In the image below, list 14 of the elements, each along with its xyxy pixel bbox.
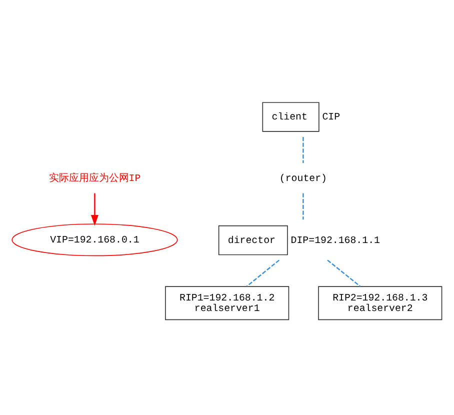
node-text: 实际应用应为公网IP [48, 172, 141, 184]
node-text: (router) [279, 172, 327, 184]
connector [246, 259, 280, 286]
connector [302, 192, 304, 219]
node-box: client [262, 102, 320, 132]
node-box: RIP1=192.168.1.2 realserver1 [165, 286, 290, 320]
connector [327, 259, 361, 286]
connector [302, 136, 304, 163]
arrow [90, 192, 98, 226]
node-box: RIP2=192.168.1.3 realserver2 [318, 286, 442, 320]
node-ellipse: VIP=192.168.0.1 [12, 223, 178, 256]
node-box: director [218, 224, 288, 255]
node-label: CIP [322, 111, 340, 122]
node-label: DIP=192.168.1.1 [290, 234, 380, 246]
